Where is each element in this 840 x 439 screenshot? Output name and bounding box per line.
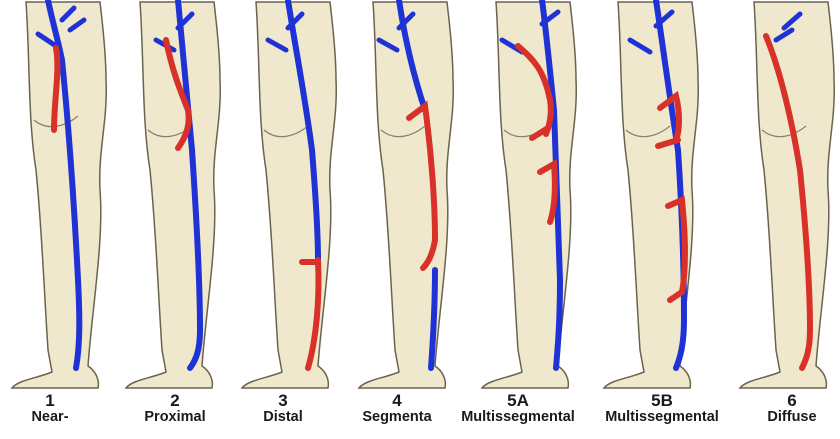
caption-3: 3 Distal xyxy=(248,392,318,425)
leg-outline xyxy=(242,2,336,388)
panel-label: Multissegmental xyxy=(448,410,588,425)
caption-2: 2 Proximal xyxy=(120,392,230,425)
caption-1: 1 Near- xyxy=(20,392,80,425)
panel-number: 4 xyxy=(352,392,442,409)
leg-panel-5b xyxy=(600,0,710,390)
panel-label: Distal xyxy=(248,410,318,425)
panel-label: Near- xyxy=(20,410,80,425)
panel-number: 2 xyxy=(120,392,230,409)
leg-panel-4 xyxy=(355,0,465,390)
refluxing-segment xyxy=(54,48,57,130)
leg-panel-3 xyxy=(238,0,348,390)
leg-panel-5a xyxy=(478,0,588,390)
leg-panel-6 xyxy=(736,0,840,390)
panel-number: 5A xyxy=(448,392,588,409)
caption-5b: 5B Multissegmental xyxy=(594,392,730,425)
panel-number: 6 xyxy=(752,392,832,409)
panel-label: Segmenta xyxy=(352,410,442,425)
caption-6: 6 Diffuse xyxy=(752,392,832,425)
leg-outline xyxy=(359,2,453,388)
panel-number: 3 xyxy=(248,392,318,409)
caption-5a: 5A Multissegmental xyxy=(448,392,588,425)
leg-outline xyxy=(740,2,834,388)
panel-label: Multissegmental xyxy=(594,410,730,425)
leg-panel-1 xyxy=(8,0,118,390)
caption-4: 4 Segmenta xyxy=(352,392,442,425)
panel-label: Diffuse xyxy=(752,410,832,425)
panel-number: 1 xyxy=(20,392,80,409)
leg-panel-2 xyxy=(122,0,232,390)
panel-label: Proximal xyxy=(120,410,230,425)
panel-number: 5B xyxy=(594,392,730,409)
